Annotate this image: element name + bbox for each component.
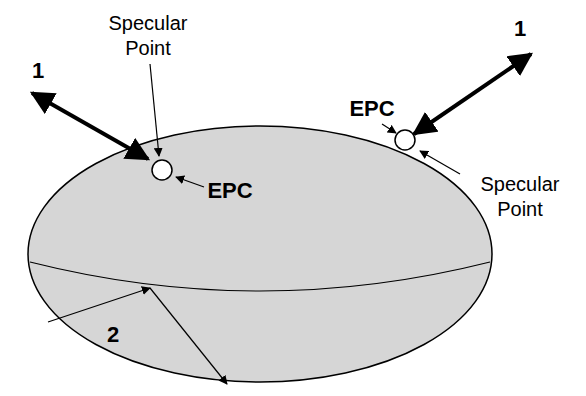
normal-arrow <box>150 288 227 384</box>
specular-point-label: Specular Point <box>470 172 570 222</box>
epc-point <box>152 160 172 180</box>
epc-label: EPC <box>200 178 260 203</box>
equator-line <box>30 262 490 291</box>
ellipsoid-body <box>28 126 492 382</box>
callout-number: 1 <box>23 58 53 83</box>
epc-point <box>395 130 415 150</box>
epc-label: EPC <box>342 96 402 121</box>
leader-line <box>150 64 159 156</box>
leader-line <box>176 177 204 187</box>
incident-arrow <box>32 93 148 159</box>
incident-arrow <box>414 54 531 134</box>
pointer-line <box>48 288 150 322</box>
leader-line <box>382 124 396 133</box>
callout-number: 1 <box>505 16 535 41</box>
callout-number: 2 <box>98 322 128 347</box>
leader-line <box>420 151 460 174</box>
specular-point-label: Specular Point <box>93 11 203 61</box>
